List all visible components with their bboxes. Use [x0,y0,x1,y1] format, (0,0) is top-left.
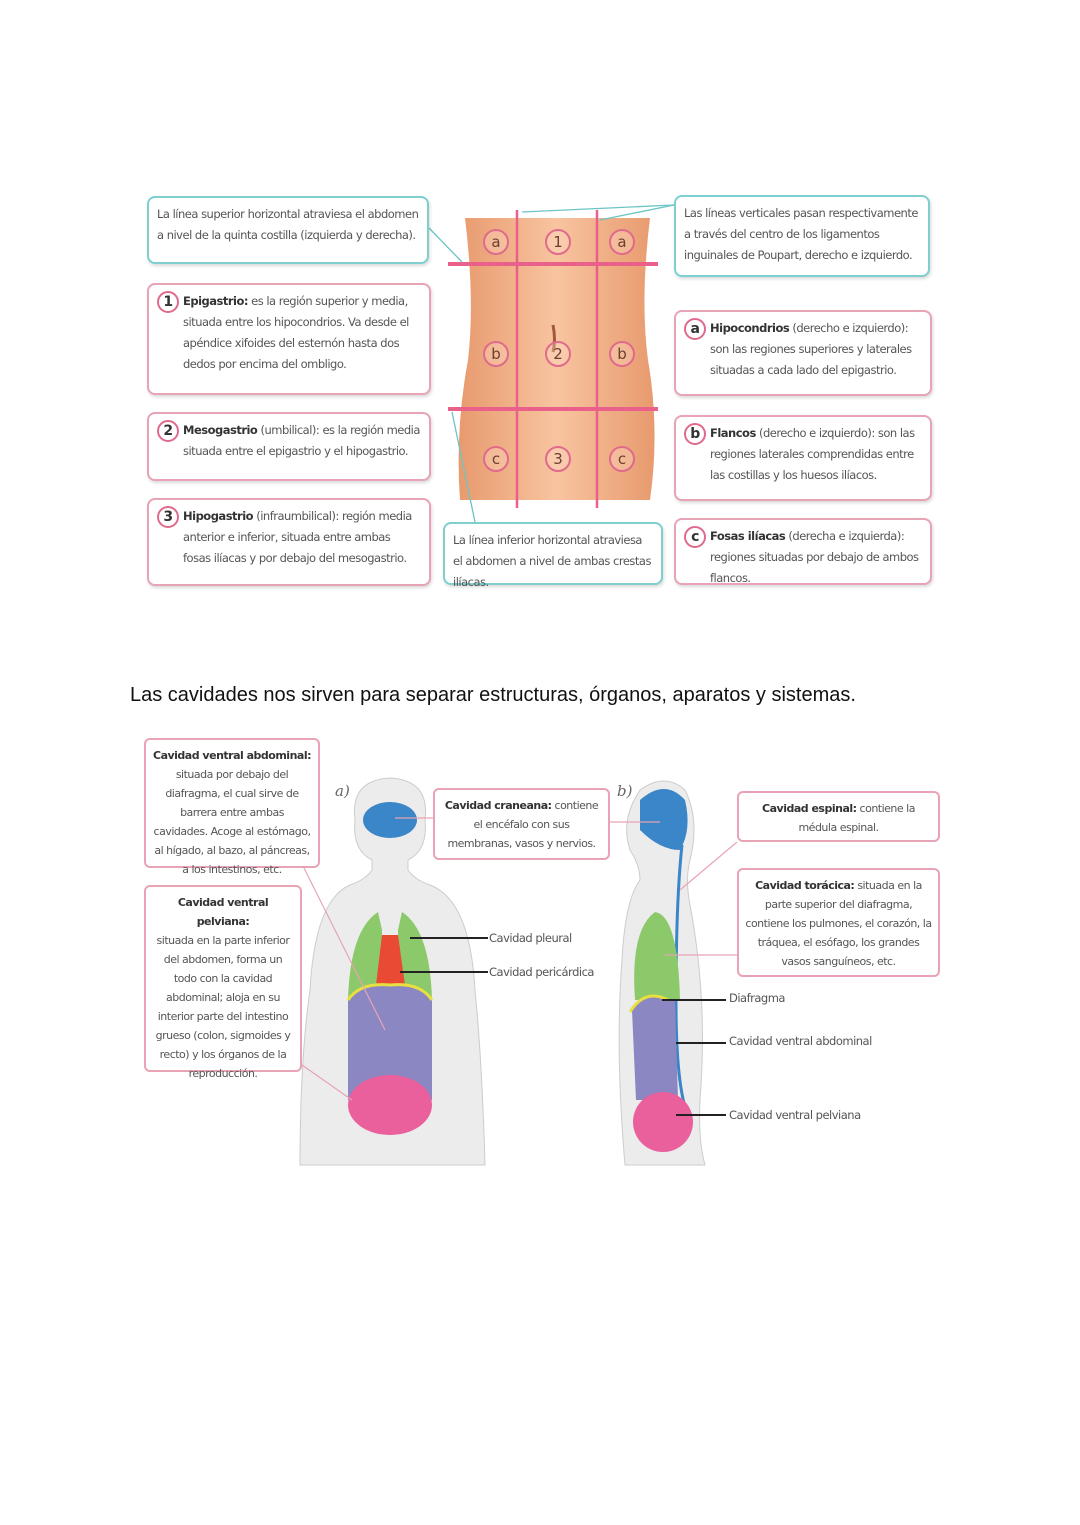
marker-c: c [684,526,706,548]
figure-b-label: b) [617,782,633,800]
front-body-figure [299,777,486,1166]
term: Hipocondrios [710,321,790,335]
label-cavidad-pericardica: Cavidad pericárdica [489,965,594,979]
marker-2: 2 [157,420,179,442]
side-body-figure [618,780,706,1166]
grid-label-2: 2 [545,341,571,367]
upper-line-note: La línea superior horizontal atraviesa e… [147,196,429,264]
label-cavidad-ventral-pelviana: Cavidad ventral pelviana [729,1108,861,1122]
marker-1: 1 [157,291,179,313]
marker-3: 3 [157,506,179,528]
lower-line-text: La línea inferior horizontal atraviesa e… [453,533,651,589]
desc: situada en la parte superior del diafrag… [745,879,932,968]
term: Cavidad espinal: [762,802,857,815]
region-hipogastrio: 3 Hipogastrio (infraumbilical): región m… [147,498,431,586]
term: Cavidad torácica: [755,879,855,892]
grid-label-a-left: a [609,229,635,255]
vertical-lines-note: Las líneas verticales pasan respectivame… [674,195,930,277]
desc: es la región superior y media, situada e… [183,294,409,371]
figure-a-label: a) [335,782,350,800]
cavity-espinal-box: Cavidad espinal: contiene la médula espi… [737,791,940,842]
marker-b: b [684,423,706,445]
cavity-abdominal-box: Cavidad ventral abdominal: situada por de… [144,738,320,876]
desc: (derecha e izquierda): regiones situadas… [710,529,919,585]
upper-line-text: La línea superior horizontal atraviesa e… [157,207,419,242]
grid-label-b-right: b [483,341,509,367]
grid-label-c-right: c [483,446,509,472]
grid-label-b-left: b [609,341,635,367]
region-epigastrio: 1 Epigastrio: es la región superior y me… [147,283,431,395]
region-hipocondrios: a Hipocondrios (derecho e izquierdo): so… [674,310,932,396]
grid-label-c-left: c [609,446,635,472]
callout-lines [428,204,675,523]
term: Epigastrio: [183,294,248,308]
term: Flancos [710,426,756,440]
desc: contiene el encéfalo con sus membranas, … [447,799,599,850]
term: Cavidad ventral abdominal: [153,749,312,762]
cavity-callout-lines [299,817,738,1101]
desc: (derecho e izquierdo): son las regiones … [710,321,912,377]
region-fosas-iliacas: c Fosas ilíacas (derecha e izquierda): r… [674,518,932,585]
region-flancos: b Flancos (derecho e izquierdo): son las… [674,415,932,501]
term: Cavidad ventral pelviana: [177,896,269,928]
cavity-label-lines [400,937,726,1116]
label-cavidad-pleural: Cavidad pleural [489,931,572,945]
cavity-toracica-box: Cavidad torácica: situada en la parte su… [737,868,940,977]
region-mesogastrio: 2 Mesogastrio (umbilical): es la región … [147,412,431,481]
grid-label-1: 1 [545,229,571,255]
term: Hipogastrio [183,509,254,523]
desc: situada por debajo del diafragma, el cua… [153,768,311,876]
term: Fosas ilíacas [710,529,786,543]
term: Cavidad craneana: [444,799,552,812]
desc: (infraumbilical): región media anterior … [183,509,412,565]
term: Mesogastrio [183,423,258,437]
label-diafragma: Diafragma [729,991,785,1005]
desc: contiene la médula espinal. [798,802,915,834]
desc: (umbilical): es la región media situada … [183,423,420,458]
marker-a: a [684,318,706,340]
desc: (derecho e izquierdo): son las regiones … [710,426,915,482]
vertical-lines-text: Las líneas verticales pasan respectivame… [684,206,918,262]
intro-sentence: Las cavidades nos sirven para separar es… [130,684,856,706]
grid-label-a-right: a [483,229,509,255]
cavity-craneana-box: Cavidad craneana: contiene el encéfalo c… [433,788,610,860]
desc: situada en la parte inferior del abdomen… [155,934,291,1080]
label-cavidad-ventral-abdominal: Cavidad ventral abdominal [729,1034,872,1048]
cavity-pelviana-box: Cavidad ventral pelviana: situada en la p… [144,885,302,1080]
grid-label-3: 3 [545,446,571,472]
lower-line-note: La línea inferior horizontal atraviesa e… [443,522,663,589]
